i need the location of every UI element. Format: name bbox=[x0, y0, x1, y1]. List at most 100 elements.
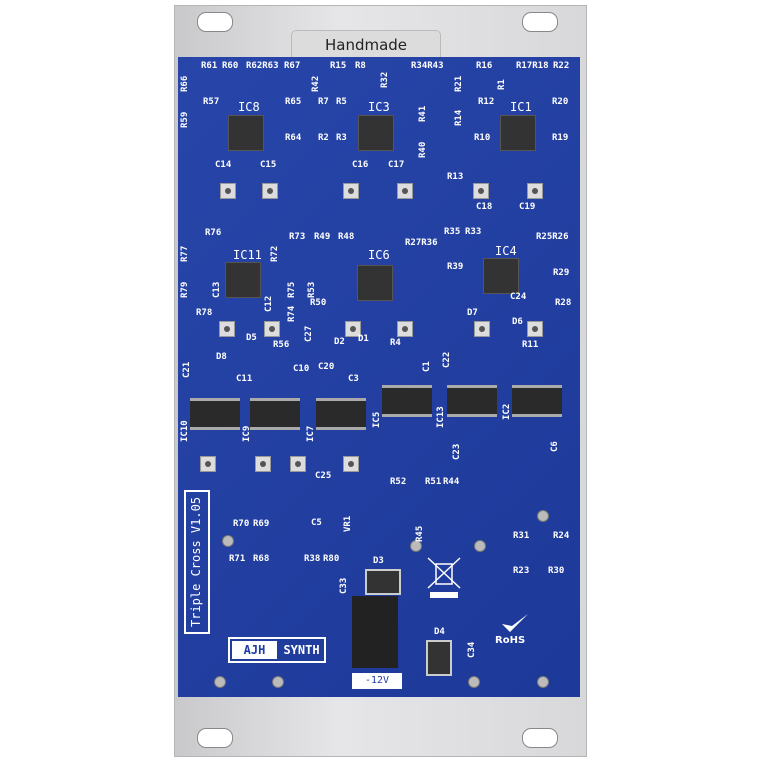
component-label: R56 bbox=[273, 340, 290, 350]
trimmer-pot[interactable] bbox=[200, 456, 216, 472]
mounting-hole bbox=[197, 728, 233, 748]
component-label: D3 bbox=[373, 556, 384, 566]
component-label: R5 bbox=[336, 97, 347, 107]
component-label: R50 bbox=[310, 298, 327, 308]
component-label: R39 bbox=[447, 262, 464, 272]
ic-label: IC10 bbox=[180, 420, 190, 442]
component-label: D1 bbox=[358, 334, 369, 344]
component-label: C14 bbox=[215, 160, 232, 170]
component-label: C33 bbox=[339, 577, 349, 594]
component-label: R68 bbox=[253, 554, 270, 564]
component-label: R24 bbox=[553, 531, 570, 541]
component-label: R74 bbox=[287, 305, 297, 322]
component-label: R79 bbox=[180, 281, 190, 298]
component-label: D6 bbox=[512, 317, 523, 327]
component-label: C3 bbox=[348, 374, 359, 384]
component-label: C18 bbox=[476, 202, 493, 212]
trimmer-pot[interactable] bbox=[345, 321, 361, 337]
component-label: R67 bbox=[284, 61, 301, 71]
component-label: R11 bbox=[522, 340, 539, 350]
solder-pad bbox=[474, 540, 486, 552]
trimmer-pot[interactable] bbox=[220, 183, 236, 199]
solder-pad bbox=[537, 676, 549, 688]
ic-chip bbox=[228, 115, 264, 151]
trimmer-pot[interactable] bbox=[264, 321, 280, 337]
component-label: R32 bbox=[380, 71, 390, 88]
component-label: R45 bbox=[415, 525, 425, 542]
component-label: R72 bbox=[270, 245, 280, 262]
component-label: C19 bbox=[519, 202, 536, 212]
trimmer-pot[interactable] bbox=[255, 456, 271, 472]
ic-chip bbox=[483, 258, 519, 294]
component-label: R13 bbox=[447, 172, 464, 182]
component-label: C24 bbox=[510, 292, 527, 302]
component-label: D2 bbox=[334, 337, 345, 347]
component-label: R70 bbox=[233, 519, 250, 529]
trimmer-pot[interactable] bbox=[473, 183, 489, 199]
ic-chip bbox=[225, 262, 261, 298]
mounting-hole bbox=[197, 12, 233, 32]
trimmer-pot[interactable] bbox=[290, 456, 306, 472]
component-label: R52 bbox=[390, 477, 407, 487]
component-label: R73 bbox=[289, 232, 306, 242]
power-polarity-marking: -12V bbox=[352, 673, 402, 689]
component-label: R62R63 bbox=[246, 61, 279, 71]
ic-chip bbox=[512, 385, 562, 417]
component-label: R49 bbox=[314, 232, 331, 242]
component-label: R57 bbox=[203, 97, 220, 107]
component-label: R27R36 bbox=[405, 238, 438, 248]
solder-pad bbox=[222, 535, 234, 547]
ic-chip bbox=[447, 385, 497, 417]
component-label: R53 bbox=[307, 281, 317, 298]
trimmer-pot[interactable] bbox=[262, 183, 278, 199]
ic-label: IC7 bbox=[306, 425, 316, 442]
solder-pad bbox=[214, 676, 226, 688]
component-label: R15 bbox=[330, 61, 347, 71]
component-label: R64 bbox=[285, 133, 302, 143]
component-label: R33 bbox=[465, 227, 482, 237]
component-label: R61 bbox=[201, 61, 218, 71]
trimmer-pot[interactable] bbox=[397, 183, 413, 199]
component-label: R31 bbox=[513, 531, 530, 541]
component-label: C21 bbox=[182, 361, 192, 378]
component-label: R2 bbox=[318, 133, 329, 143]
component-label: R14 bbox=[454, 109, 464, 126]
trimmer-pot[interactable] bbox=[343, 456, 359, 472]
ic-label: IC2 bbox=[502, 403, 512, 420]
brand-logo: AJH SYNTH bbox=[228, 637, 326, 663]
trimmer-pot[interactable] bbox=[527, 183, 543, 199]
component-label: R60 bbox=[222, 61, 239, 71]
component-label: C17 bbox=[388, 160, 405, 170]
trimmer-pot[interactable] bbox=[397, 321, 413, 337]
module-name: Triple Cross V1.05 bbox=[184, 490, 210, 634]
component-label: C27 bbox=[304, 325, 314, 342]
component-label: C6 bbox=[550, 441, 560, 452]
component-label: R22 bbox=[553, 61, 570, 71]
component-label: R23 bbox=[513, 566, 530, 576]
power-header[interactable] bbox=[352, 596, 398, 668]
component-label: C25 bbox=[315, 471, 332, 481]
ic-chip bbox=[357, 265, 393, 301]
ic-chip bbox=[190, 398, 240, 430]
component-label: R78 bbox=[196, 308, 213, 318]
component-label: C1 bbox=[422, 361, 432, 372]
component-label: R41 bbox=[418, 105, 428, 122]
ic-label: IC1 bbox=[510, 100, 532, 114]
solder-pad bbox=[468, 676, 480, 688]
trimmer-pot[interactable] bbox=[474, 321, 490, 337]
ic-label: IC11 bbox=[233, 248, 262, 262]
component-label: C16 bbox=[352, 160, 369, 170]
component-label: R3 bbox=[336, 133, 347, 143]
component-label: C23 bbox=[452, 443, 462, 460]
trimmer-pot[interactable] bbox=[343, 183, 359, 199]
trimmer-pot[interactable] bbox=[527, 321, 543, 337]
trimmer-pot[interactable] bbox=[219, 321, 235, 337]
brand-logo-left: AJH bbox=[232, 641, 277, 659]
component-label: R77 bbox=[180, 245, 190, 262]
component-label: R20 bbox=[552, 97, 569, 107]
component-label: C5 bbox=[311, 518, 322, 528]
ic-label: IC4 bbox=[495, 244, 517, 258]
component-label: R38 bbox=[304, 554, 321, 564]
component-label: R8 bbox=[355, 61, 366, 71]
component-label: R12 bbox=[478, 97, 495, 107]
